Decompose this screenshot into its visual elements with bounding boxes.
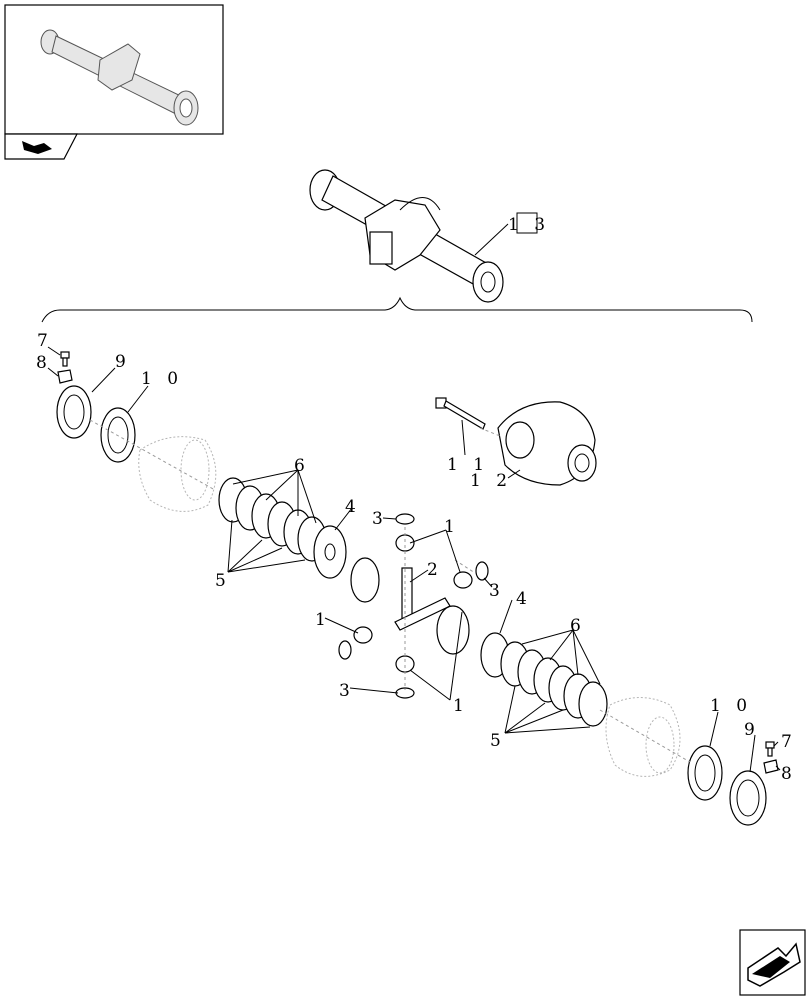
callout-10-right: 1 0 <box>710 696 752 716</box>
back-arrow-icon <box>22 141 52 154</box>
differential-case-12 <box>497 401 597 486</box>
callout-10-left: 1 0 <box>141 369 183 389</box>
side-gear-right <box>436 605 470 655</box>
callout-8-right: 8 <box>781 764 797 784</box>
callout-1-left: 1 <box>315 610 331 630</box>
next-page-arrow-icon <box>747 942 801 987</box>
clutch-pack-right <box>500 641 608 727</box>
ring-nut-9-right <box>729 770 767 826</box>
callout-7-right: 7 <box>781 732 797 752</box>
callout-9-right: 9 <box>744 720 760 740</box>
leader-lines <box>47 346 781 773</box>
callout-6-right: 6 <box>570 616 586 636</box>
callout-5-left: 5 <box>215 571 231 591</box>
lock-plate-8-left <box>57 369 73 384</box>
next-page-button[interactable] <box>739 929 806 996</box>
case-bolt-11 <box>435 397 486 430</box>
callout-8-left: 8 <box>36 353 52 373</box>
callout-1-top: 1 <box>444 517 460 537</box>
washers-3 <box>338 513 489 699</box>
bearing-10-right <box>687 745 723 801</box>
cross-pin-2 <box>394 567 451 631</box>
bolt-7-left <box>60 351 70 367</box>
lock-plate-8-right <box>763 759 779 774</box>
thumbnail-panel[interactable] <box>4 4 224 135</box>
ring-nut-9-left <box>56 385 92 439</box>
callout-2: 2 <box>427 560 443 580</box>
callout-1-bottom: 1 <box>453 696 469 716</box>
callout-3-top: 3 <box>372 509 388 529</box>
axle-housing-drawing <box>309 169 504 303</box>
clutch-pack-left <box>218 477 327 562</box>
thrust-washer-4-left <box>313 525 347 579</box>
callout-3-bottom: 3 <box>339 681 355 701</box>
callout-7-left: 7 <box>37 331 53 351</box>
callout-12: 1 2 <box>470 471 512 491</box>
callout-11: 1 1 <box>447 455 489 475</box>
side-gear-left <box>350 557 380 603</box>
group-brace <box>41 296 753 323</box>
callout-4-left: 4 <box>345 497 361 517</box>
callout-4-right: 4 <box>516 589 532 609</box>
ghost-side-housing-right <box>605 697 681 777</box>
bolt-7-right <box>765 741 775 757</box>
assembly-callout-label: 1 3 <box>508 215 550 235</box>
ghost-side-housing-left <box>138 436 217 512</box>
bearing-10-left <box>100 407 136 463</box>
callout-9-left: 9 <box>115 352 131 372</box>
callout-3-right: 3 <box>489 581 505 601</box>
callout-5-right: 5 <box>490 731 506 751</box>
axle-assembly-thumbnail-icon <box>40 29 199 126</box>
callout-6-left: 6 <box>294 456 310 476</box>
back-arrow-button[interactable] <box>4 133 78 160</box>
assembly-callout-box <box>516 212 538 234</box>
pinion-gears-1 <box>353 534 473 673</box>
